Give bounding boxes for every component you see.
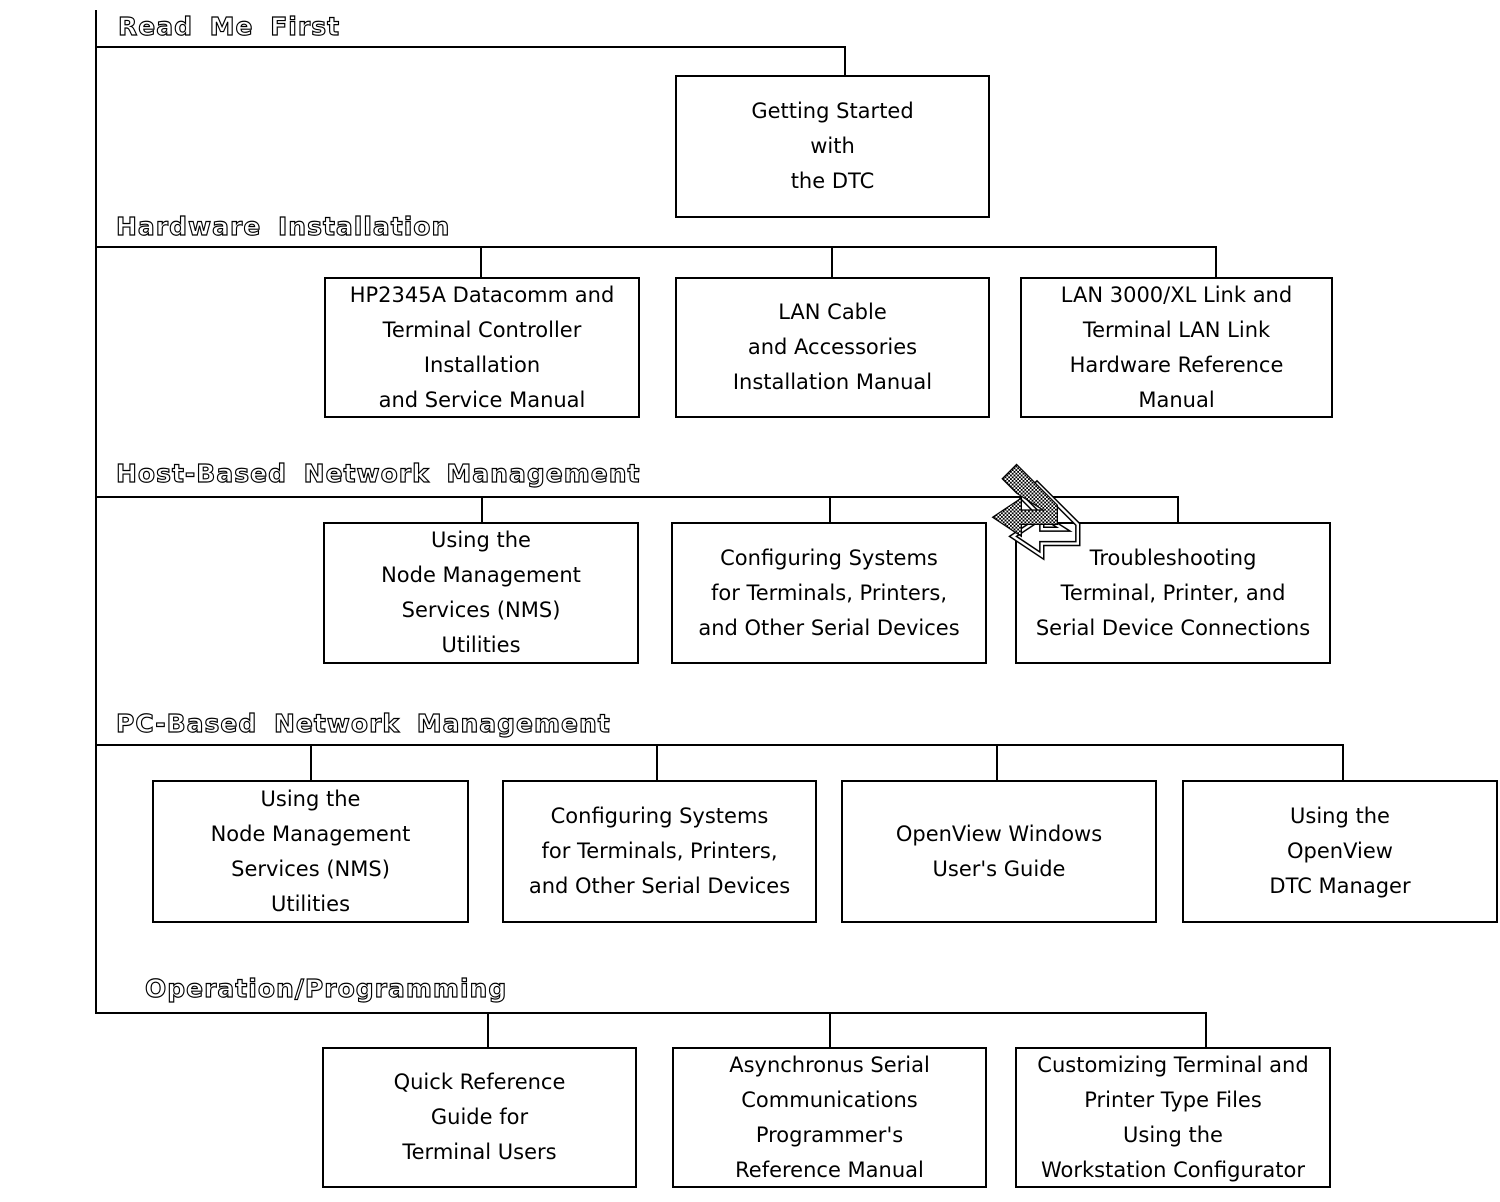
section-heading-operation-programming: Operation/Programming <box>144 973 508 1003</box>
doc-box-line: Customizing Terminal and <box>1037 1052 1309 1077</box>
connector-line <box>95 246 1217 248</box>
connector-spine <box>95 10 97 1014</box>
connector-line <box>95 744 1344 746</box>
connector-stub <box>481 496 483 524</box>
doc-box-quick-reference-guide[interactable]: Quick Reference Guide for Terminal Users <box>322 1047 637 1188</box>
doc-box-lan-3000xl-hardware-reference[interactable]: LAN 3000/XL Link and Terminal LAN Link H… <box>1020 277 1333 418</box>
doc-box-line: Terminal, Printer, and <box>1060 580 1286 605</box>
doc-box-line: OpenView Windows <box>895 821 1103 846</box>
doc-box-line: Configuring Systems <box>550 804 769 828</box>
connector-stub <box>1215 246 1217 279</box>
doc-box-line: Terminal Controller <box>382 317 582 342</box>
doc-box-line: User's Guide <box>932 856 1066 881</box>
doc-box-line: Troubleshooting <box>1089 545 1257 570</box>
doc-box-line: Manual <box>1138 387 1215 412</box>
doc-box-line: with <box>810 134 855 158</box>
doc-box-line: Serial Device Connections <box>1035 615 1311 640</box>
connector-stub <box>831 246 833 279</box>
section-heading-pc-based-network-management: PC-Based Network Management <box>115 708 611 738</box>
doc-box-getting-started-with-the-dtc[interactable]: Getting Started with the DTC <box>675 75 990 218</box>
doc-box-customizing-type-files-configurator[interactable]: Customizing Terminal and Printer Type Fi… <box>1015 1047 1331 1188</box>
doc-box-line: Programmer's <box>755 1122 904 1147</box>
connector-line <box>95 496 1179 498</box>
connector-stub <box>480 246 482 279</box>
doc-box-configuring-systems-host[interactable]: Configuring Systems for Terminals, Print… <box>671 522 987 664</box>
doc-box-line: Printer Type Files <box>1084 1087 1262 1112</box>
doc-box-line: Node Management <box>381 563 581 587</box>
doc-box-line: Services (NMS) <box>231 856 390 881</box>
bent-arrow-down-left-icon <box>991 463 1081 561</box>
doc-box-line: Asynchronus Serial <box>729 1052 930 1077</box>
doc-box-line: Installation Manual <box>732 370 933 394</box>
doc-box-line: and Accessories <box>747 335 918 359</box>
section-heading-hardware-installation: Hardware Installation <box>115 211 451 241</box>
doc-box-line: Quick Reference <box>393 1070 566 1094</box>
doc-box-line: Utilities <box>441 633 521 657</box>
doc-box-line: Terminal Users <box>402 1140 557 1164</box>
connector-stub <box>1177 496 1179 524</box>
doc-box-line: Using the <box>431 528 531 552</box>
connector-stub <box>1342 744 1344 782</box>
doc-box-line: OpenView <box>1287 839 1393 863</box>
doc-box-line: Using the <box>1290 804 1390 828</box>
doc-box-line: Terminal LAN Link <box>1082 317 1271 342</box>
doc-box-line: Installation <box>423 352 541 377</box>
doc-box-line: Configuring Systems <box>720 545 938 570</box>
doc-box-line: and Service Manual <box>378 387 586 412</box>
doc-box-line: and Other Serial Devices <box>528 874 791 898</box>
connector-stub <box>656 744 658 782</box>
connector-stub <box>844 46 846 77</box>
section-heading-host-based-network-management: Host-Based Network Management <box>115 458 641 488</box>
doc-box-line: DTC Manager <box>1269 874 1411 898</box>
doc-box-line: Hardware Reference <box>1069 352 1284 377</box>
doc-box-line: Using the <box>260 786 361 811</box>
doc-box-line: HP2345A Datacomm and <box>349 282 615 307</box>
doc-box-line: Guide for <box>430 1105 529 1129</box>
doc-box-line: Communications <box>741 1087 918 1112</box>
doc-box-line: LAN 3000/XL Link and <box>1060 282 1293 307</box>
doc-box-line: for Terminals, Printers, <box>710 580 948 605</box>
doc-box-configuring-systems-pc[interactable]: Configuring Systems for Terminals, Print… <box>502 780 817 923</box>
doc-box-async-serial-programmers-reference[interactable]: Asynchronus Serial Communications Progra… <box>672 1047 987 1188</box>
doc-box-hp2345a-installation-service-manual[interactable]: HP2345A Datacomm and Terminal Controller… <box>324 277 640 418</box>
connector-stub <box>310 744 312 782</box>
connector-line <box>95 46 846 48</box>
doc-box-line: for Terminals, Printers, <box>541 839 778 863</box>
doc-box-using-nms-utilities-host[interactable]: Using the Node Management Services (NMS)… <box>323 522 639 664</box>
doc-box-using-openview-dtc-manager[interactable]: Using the OpenView DTC Manager <box>1182 780 1498 923</box>
connector-stub <box>829 496 831 524</box>
doc-box-line: Node Management <box>210 821 411 846</box>
connector-stub <box>829 1012 831 1049</box>
connector-stub <box>487 1012 489 1049</box>
doc-box-using-nms-utilities-pc[interactable]: Using the Node Management Services (NMS)… <box>152 780 469 923</box>
doc-box-line: Reference Manual <box>735 1157 924 1182</box>
doc-box-line: Getting Started <box>751 99 914 123</box>
doc-box-line: Using the <box>1123 1122 1223 1147</box>
doc-box-openview-windows-users-guide[interactable]: OpenView Windows User's Guide <box>841 780 1157 923</box>
connector-stub <box>1205 1012 1207 1049</box>
doc-box-troubleshooting-connections[interactable]: Troubleshooting Terminal, Printer, and S… <box>1015 522 1331 664</box>
doc-box-line: Utilities <box>270 891 351 916</box>
doc-box-line: the DTC <box>790 169 875 193</box>
section-heading-read-me-first: Read Me First <box>117 11 341 41</box>
doc-box-line: Services (NMS) <box>401 598 561 622</box>
doc-box-line: Workstation Configurator <box>1040 1157 1306 1182</box>
connector-line <box>95 1012 1207 1014</box>
doc-box-line: and Other Serial Devices <box>698 615 960 640</box>
doc-box-line: LAN Cable <box>778 300 887 324</box>
doc-box-lan-cable-accessories-manual[interactable]: LAN Cable and Accessories Installation M… <box>675 277 990 418</box>
connector-stub <box>996 744 998 782</box>
